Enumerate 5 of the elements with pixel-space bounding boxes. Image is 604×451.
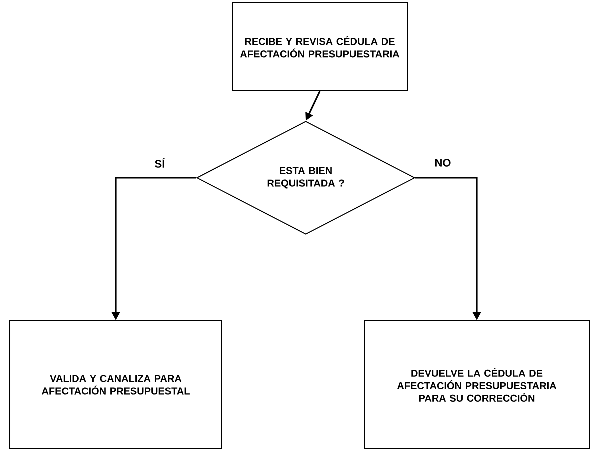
edge-label: SÍ <box>155 158 166 168</box>
edge-label: NO <box>436 159 451 167</box>
process-box: VALIDA Y CANALIZA PARA AFECTACIÓN PRESUPUESTAL <box>10 320 222 450</box>
process-box: DEVUELVE LA CÉDULA DE AFECTACIÓN PRESUPUESTARIA PARA SU CORRECCIÓN <box>364 320 590 450</box>
process-box: RECIBE Y REVISA CÉDULA DE AFECTACIÓN PRESUPUESTARIA <box>232 2 408 92</box>
